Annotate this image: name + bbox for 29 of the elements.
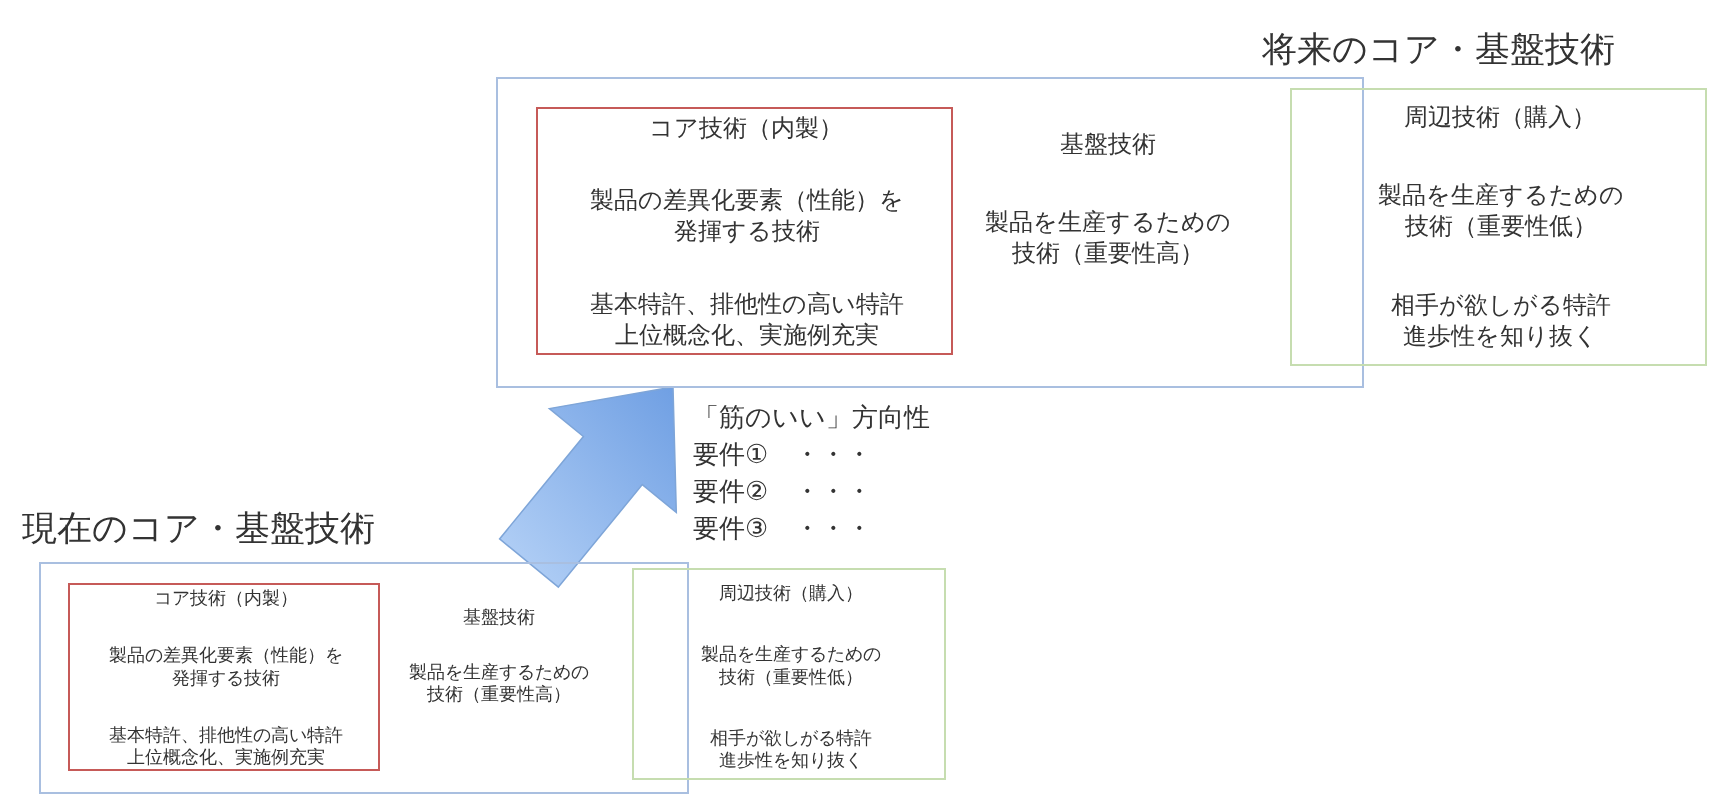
box-text: 製品の差異化要素（性能）を発揮する技術	[108, 643, 344, 690]
box-text: 製品の差異化要素（性能）を発揮する技術	[588, 185, 905, 248]
section-heading: 将来のコア・基盤技術	[1262, 28, 1615, 71]
box-text: 基本特許、排他性の高い特許上位概念化、実施例充実	[108, 723, 344, 769]
box-text: 製品を生産するための技術（重要性高）	[984, 206, 1232, 269]
requirement-item: 要件③ ・・・	[693, 512, 873, 545]
box-heading: 周辺技術（購入）	[718, 582, 864, 605]
box-text: 製品を生産するための技術（重要性低）	[700, 642, 882, 689]
box-text: 製品を生産するための技術（重要性高）	[407, 660, 590, 706]
section-heading: 現在のコア・基盤技術	[22, 507, 375, 550]
box-heading: 基盤技術	[461, 606, 536, 629]
peripheral-tech-box	[1290, 88, 1707, 366]
box-heading: コア技術（内製）	[648, 113, 845, 144]
box-text: 相手が欲しがる特許進歩性を知り抜く	[709, 726, 873, 772]
base-tech-box	[39, 562, 689, 794]
box-text: 製品を生産するための技術（重要性低）	[1376, 180, 1625, 243]
core-tech-box	[536, 107, 953, 355]
requirement-item: 要件① ・・・	[693, 438, 873, 471]
box-heading: 周辺技術（購入）	[1403, 102, 1598, 133]
box-text: 基本特許、排他性の高い特許上位概念化、実施例充実	[588, 288, 905, 351]
direction-note: 「筋のいい」方向性	[693, 401, 930, 434]
block-arrow	[498, 386, 678, 589]
peripheral-tech-box	[632, 568, 946, 780]
requirement-item: 要件② ・・・	[693, 475, 873, 508]
box-heading: コア技術（内製）	[153, 587, 299, 610]
core-tech-box	[68, 583, 380, 771]
box-text: 相手が欲しがる特許進歩性を知り抜く	[1389, 289, 1612, 352]
base-tech-box	[496, 77, 1364, 388]
box-heading: 基盤技術	[1059, 129, 1157, 160]
